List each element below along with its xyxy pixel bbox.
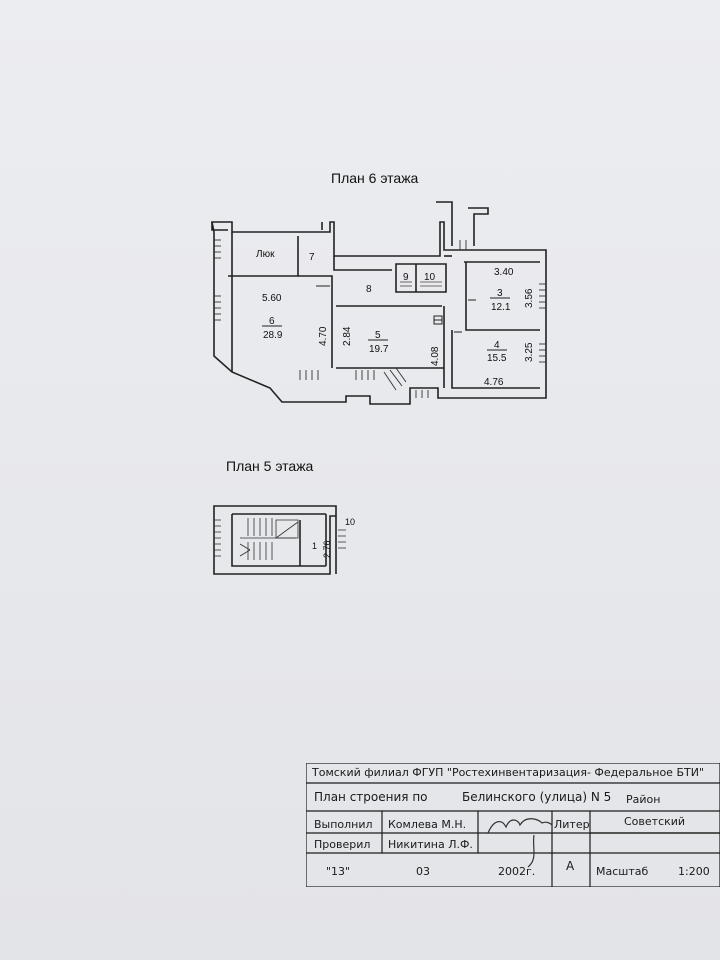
stamp-organization: Томский филиал ФГУП "Ростехинвентаризаци… [312, 766, 704, 779]
stamp-performed-label: Выполнил [314, 818, 373, 831]
room-5-number: 5 [375, 330, 381, 341]
floor5-dim-2-76: 2.76 [322, 540, 332, 558]
floor5-room-1-label: 1 [312, 541, 317, 551]
dim-2-84: 2.84 [342, 326, 353, 346]
stamp-district-value: Советский [624, 815, 686, 828]
stamp-checked-name: Никитина Л.Ф. [388, 838, 473, 851]
room-7-label: 7 [309, 252, 315, 263]
stamp-day: "13" [326, 865, 351, 878]
room-4-number: 4 [494, 340, 500, 351]
room-9-label: 9 [403, 272, 409, 283]
stamp-scale-value: 1:200 [678, 865, 710, 878]
room-5-area: 19.7 [369, 344, 389, 355]
room-6-area: 28.9 [263, 330, 283, 341]
stamp-district-label: Район [626, 793, 661, 806]
stamp-liter-label: Литер [554, 818, 590, 831]
room-10-label: 10 [424, 272, 436, 283]
stamp-liter-value: А [566, 859, 575, 873]
signature-mark [487, 818, 553, 868]
stamp-scale-label: Масштаб [596, 865, 649, 878]
stamp-year: 2002г. [498, 865, 536, 878]
room-3-number: 3 [497, 288, 503, 299]
stamp-plan-label: План строения по [314, 790, 428, 804]
dim-5-60: 5.60 [262, 293, 282, 304]
room-4-area: 15.5 [487, 353, 507, 364]
room-6-number: 6 [269, 316, 275, 327]
stamp-address: Белинского (улица) N 5 [462, 790, 612, 804]
floor5-title: План 5 этажа [226, 458, 314, 474]
dim-4-08: 4.08 [430, 346, 441, 366]
room-luk-label: Люк [256, 249, 275, 260]
dim-3-40: 3.40 [494, 267, 514, 278]
dim-4-70: 4.70 [318, 326, 329, 346]
dim-3-56: 3.56 [524, 288, 535, 308]
dim-4-76: 4.76 [484, 377, 504, 388]
room-3-area: 12.1 [491, 302, 511, 313]
stamp-grid [306, 763, 720, 887]
room-8-label: 8 [366, 284, 372, 295]
stamp-performed-name: Комлева М.Н. [388, 818, 467, 831]
floor5-room-10-label: 10 [345, 517, 355, 527]
stamp-checked-label: Проверил [314, 838, 371, 851]
title-block-stamp: Томский филиал ФГУП "Ростехинвентаризаци… [306, 763, 720, 887]
stamp-month: 03 [416, 865, 430, 878]
dim-3-25: 3.25 [524, 342, 535, 362]
floor6-title: План 6 этажа [331, 170, 419, 186]
